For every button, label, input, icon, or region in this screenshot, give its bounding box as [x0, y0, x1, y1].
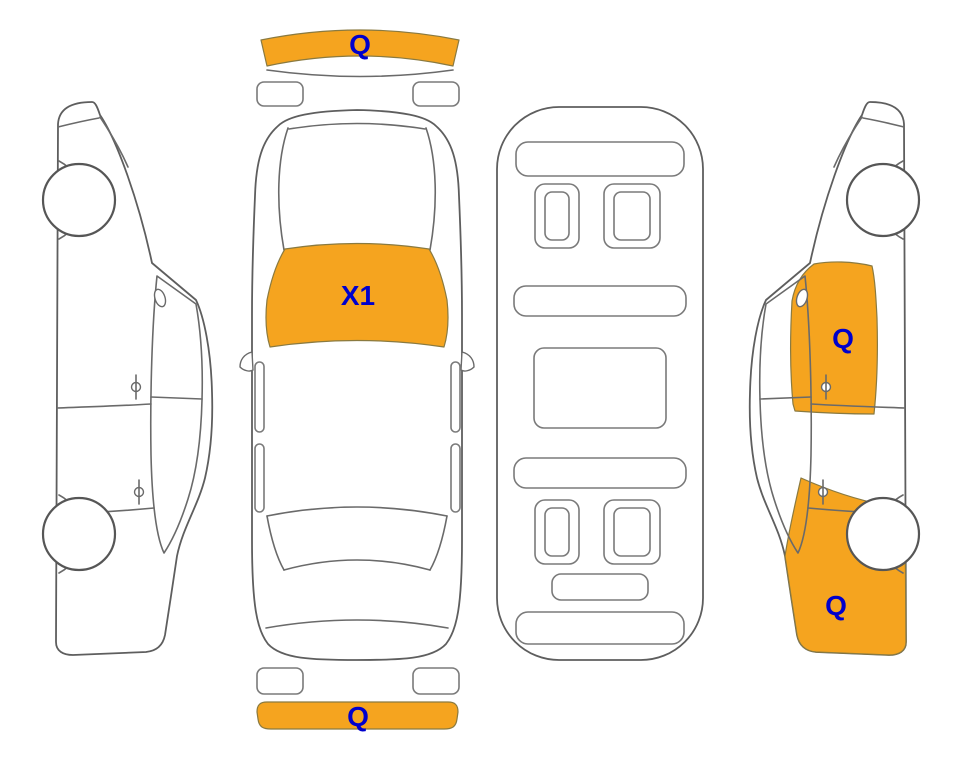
front-right-lamp [412, 81, 460, 107]
right-rear-window [450, 443, 461, 513]
right-front-bumper-seam [862, 117, 905, 128]
left-front-door-line [56, 403, 152, 409]
right-glasshouse-outline [758, 275, 813, 554]
top-view: Q X1 Q [239, 29, 475, 732]
rear-left-mount-inner [544, 507, 570, 557]
front-left-mount-inner [544, 191, 570, 241]
mid-crossmember [513, 285, 687, 317]
roof-rear-line [266, 506, 448, 517]
front-crossmember [515, 141, 685, 177]
left-b-pillar-line [150, 396, 203, 400]
right-front-door-region [790, 261, 878, 415]
underside-view [496, 106, 704, 661]
left-fender-line [277, 127, 289, 251]
front-bumper-line [266, 69, 454, 78]
right-rear-wheel [845, 496, 921, 572]
rear-window-left-edge [266, 515, 285, 571]
rear-bumper-beam [515, 611, 685, 645]
rear-right-mount-inner [613, 507, 651, 557]
center-pan [533, 347, 667, 429]
trunk-line [265, 619, 449, 629]
left-side-view [41, 101, 214, 656]
rear-right-lamp [412, 667, 460, 695]
rear-bumper-region [256, 701, 459, 730]
left-front-window [254, 361, 265, 433]
front-left-lamp [256, 81, 304, 107]
top-left-mirror [239, 351, 254, 372]
right-front-wheel [845, 162, 921, 238]
right-rear-quarter-code: Q [825, 590, 847, 621]
top-body-outline [251, 109, 463, 661]
left-front-bumper-seam [57, 117, 100, 128]
right-b-pillar-line [759, 396, 812, 400]
top-right-mirror [460, 351, 475, 372]
right-side-mirror [795, 288, 809, 308]
rear-crossmember [513, 457, 687, 489]
rear-panel [551, 573, 649, 601]
front-right-mount-inner [613, 191, 651, 241]
left-glasshouse-outline [149, 275, 204, 554]
front-bumper-code: Q [349, 29, 371, 60]
front-bumper-region [260, 29, 460, 67]
right-hood-crease [833, 116, 863, 168]
left-rear-wheel [41, 496, 117, 572]
left-rear-window [254, 443, 265, 513]
hood-front-line [288, 122, 426, 130]
left-front-wheel [41, 162, 117, 238]
right-front-door-line [810, 403, 906, 409]
right-front-window [450, 361, 461, 433]
rear-window-right-edge [429, 515, 448, 571]
right-side-codes: Q Q [825, 323, 854, 621]
windshield-region [265, 242, 449, 348]
right-side-view [748, 101, 921, 656]
rear-window-line [283, 559, 431, 571]
right-fender-line [425, 127, 437, 251]
right-front-door-code: Q [832, 323, 854, 354]
rear-left-lamp [256, 667, 304, 695]
rear-bumper-code: Q [347, 701, 369, 732]
left-side-mirror [153, 288, 167, 308]
left-hood-crease [99, 116, 129, 168]
windshield-code: X1 [341, 280, 375, 311]
